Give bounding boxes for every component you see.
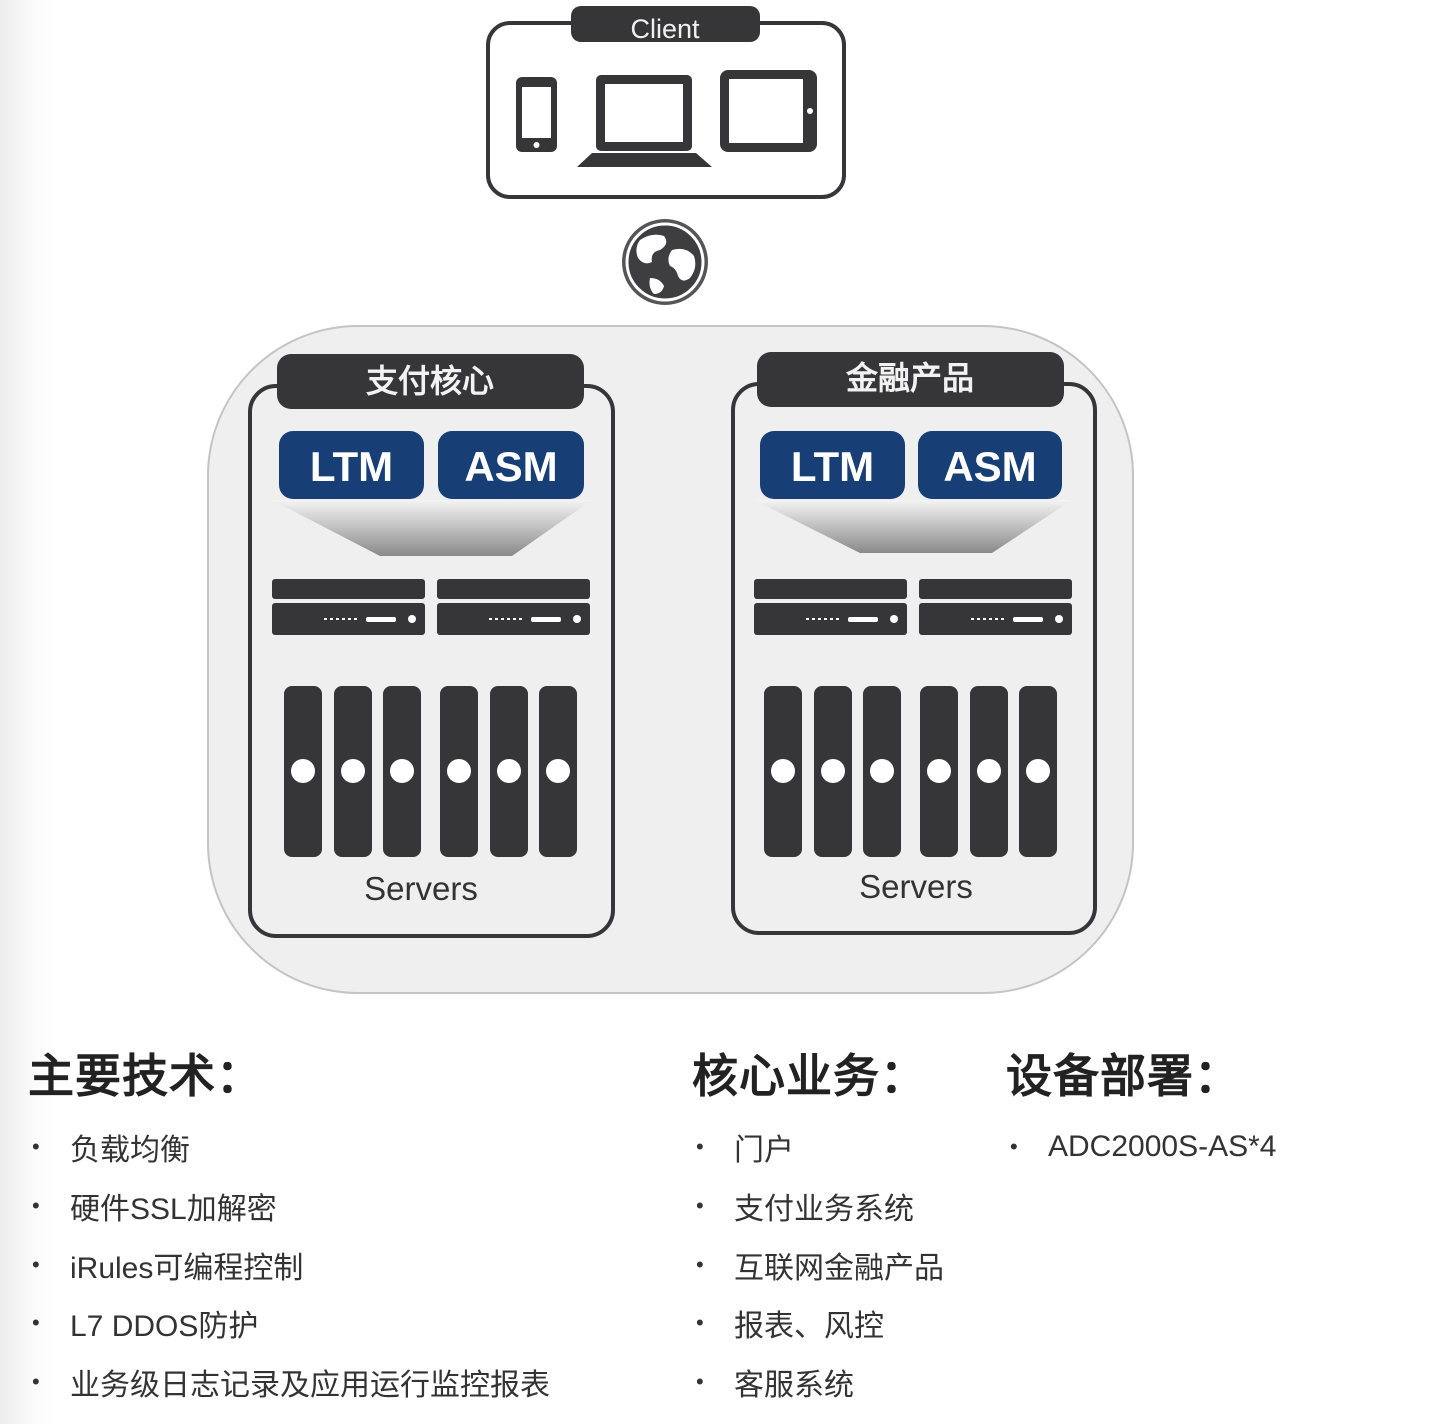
bullet-icon: •	[32, 1251, 40, 1277]
list-item: • 客服系统	[692, 1353, 944, 1412]
server-blade-icon	[334, 686, 372, 857]
ltm-module	[279, 431, 424, 499]
server-blade-icon	[440, 686, 478, 857]
list-item: • 业务级日志记录及应用运行监控报表	[28, 1353, 550, 1412]
bullet-icon: •	[32, 1310, 40, 1336]
list-item: • 负载均衡	[28, 1118, 550, 1177]
list-item: • ADC2000S-AS*4	[1006, 1118, 1276, 1177]
list-item-text: 负载均衡	[70, 1134, 190, 1168]
server-blade-icon	[490, 686, 528, 857]
bullet-icon: •	[696, 1369, 704, 1395]
list-item: • 报表、风控	[692, 1294, 944, 1353]
panel-title-tab	[277, 354, 584, 409]
list-item-text: 门户	[734, 1134, 794, 1168]
asm-module	[438, 431, 584, 499]
list-item-text: L7 DDOS防护	[70, 1310, 259, 1344]
list-item-text: 报表、风控	[734, 1310, 884, 1344]
appliance-icon	[754, 579, 907, 635]
list-item-text: 硬件SSL加解密	[70, 1193, 277, 1227]
server-blade-icon	[814, 686, 852, 857]
list-item: • 门户	[692, 1118, 944, 1177]
asm-label: ASM	[464, 443, 557, 490]
asm-label: ASM	[943, 443, 1036, 490]
bullet-icon: •	[696, 1310, 704, 1336]
panel-title-tab	[757, 352, 1064, 407]
deploy-heading: 设备部署：	[1006, 1050, 1241, 1102]
bullet-icon: •	[32, 1369, 40, 1395]
funnel-shape	[754, 500, 1072, 553]
globe-icon	[622, 219, 708, 305]
list-item: • 互联网金融产品	[692, 1235, 944, 1294]
client-box: Client	[486, 6, 846, 199]
laptop-icon	[577, 75, 712, 167]
servers-label: Servers	[859, 868, 973, 905]
tech-list: • 负载均衡 • 硬件SSL加解密 • iRules可编程控制 • L7 DDOS防护 • 业务级…	[28, 1118, 550, 1411]
list-item-text: iRules可编程控制	[70, 1251, 304, 1285]
panel-financial-products: 金融产品 LTM ASM Servers	[731, 352, 1097, 935]
list-item-text: 客服系统	[734, 1369, 854, 1403]
panel-title: 支付核心	[366, 362, 494, 400]
bullet-icon: •	[696, 1134, 704, 1160]
bullet-icon: •	[696, 1251, 704, 1277]
servers-label: Servers	[364, 870, 478, 907]
list-item-text: ADC2000S-AS*4	[1048, 1130, 1277, 1164]
server-blade-icon	[863, 686, 901, 857]
client-title-tab	[571, 6, 760, 42]
server-blade-icon	[970, 686, 1008, 857]
ltm-module	[760, 431, 905, 499]
server-blade-icon	[764, 686, 802, 857]
list-item-text: 支付业务系统	[734, 1193, 914, 1227]
tech-heading: 主要技术：	[28, 1050, 263, 1102]
server-blade-icon	[284, 686, 322, 857]
server-blade-icon	[1019, 686, 1057, 857]
ltm-label: LTM	[310, 443, 393, 490]
architecture-diagram: Client 支付核心 LTM AS	[207, 6, 1134, 994]
server-blade-icon	[920, 686, 958, 857]
business-heading: 核心业务：	[692, 1050, 927, 1102]
appliance-icon	[272, 579, 425, 635]
phone-icon	[516, 77, 557, 152]
appliance-icon	[919, 579, 1072, 635]
server-blade-icon	[539, 686, 577, 857]
business-list: • 门户 • 支付业务系统 • 互联网金融产品 • 报表、风控 • 客服系统	[692, 1118, 944, 1411]
panel-payment-core: 支付核心 LTM ASM Servers	[248, 354, 615, 938]
list-item: • 支付业务系统	[692, 1177, 944, 1236]
bullet-icon: •	[32, 1193, 40, 1219]
list-item-text: 互联网金融产品	[734, 1251, 944, 1285]
client-title: Client	[630, 14, 700, 44]
bullet-icon: •	[696, 1193, 704, 1219]
asm-module	[918, 431, 1062, 499]
list-item: • L7 DDOS防护	[28, 1294, 550, 1353]
appliance-icon	[437, 579, 590, 635]
list-item: • iRules可编程控制	[28, 1235, 550, 1294]
bullet-icon: •	[32, 1134, 40, 1160]
list-item-text: 业务级日志记录及应用运行监控报表	[70, 1369, 550, 1403]
list-item: • 硬件SSL加解密	[28, 1177, 550, 1236]
bullet-icon: •	[1010, 1134, 1018, 1160]
deploy-list: • ADC2000S-AS*4	[1006, 1118, 1276, 1177]
panel-title: 金融产品	[845, 359, 974, 397]
tablet-icon	[720, 70, 817, 152]
ltm-label: LTM	[791, 443, 874, 490]
server-blade-icon	[383, 686, 421, 857]
funnel-shape	[272, 500, 592, 556]
